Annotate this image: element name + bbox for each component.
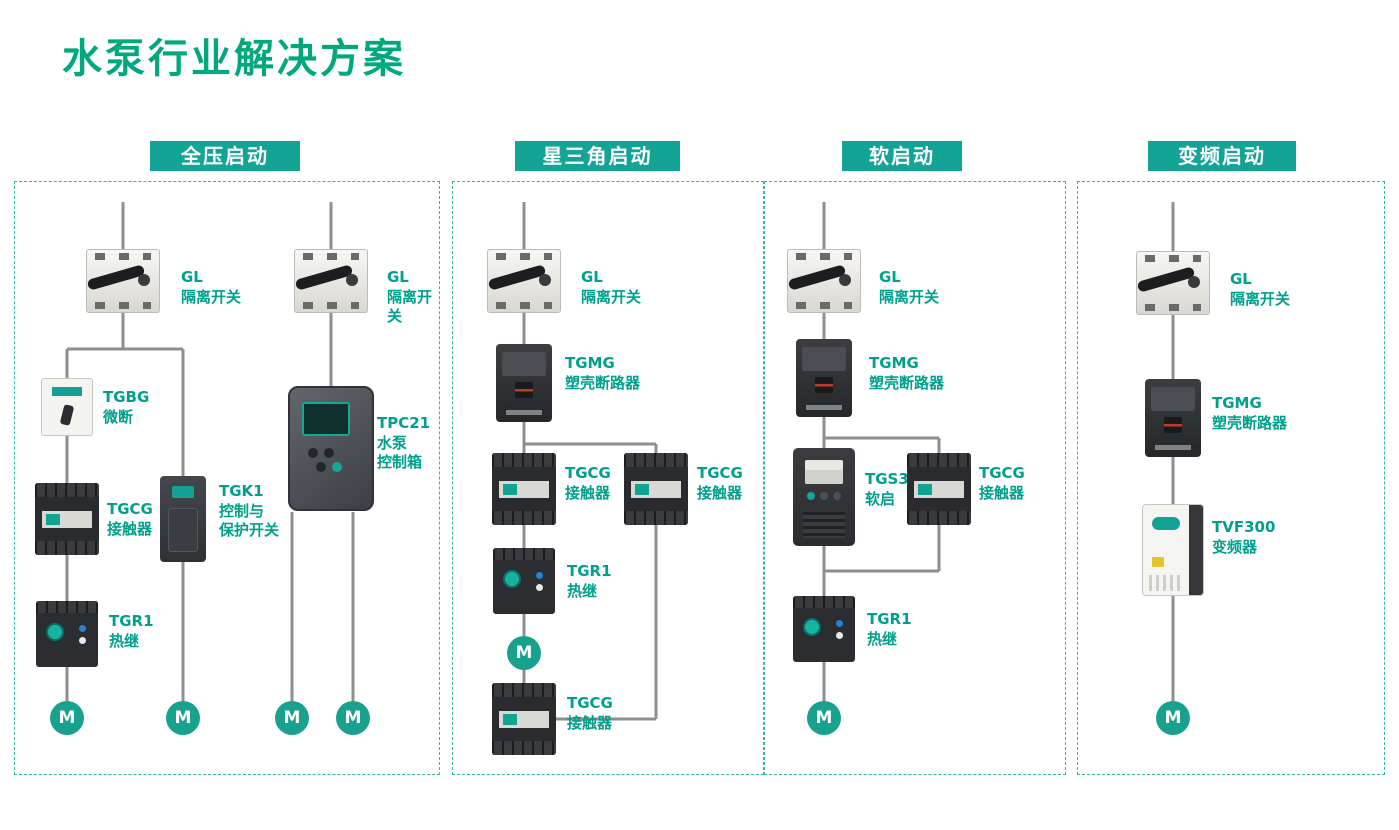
motor-badge: M	[507, 636, 541, 670]
contactor-label-band	[499, 481, 549, 498]
device-label-tgmg: TGMG 塑壳断路器	[869, 354, 945, 392]
tgr1-thermal-relay-image	[493, 548, 555, 614]
breaker-label-strip	[1155, 445, 1191, 450]
tgcg-contactor-image	[35, 483, 99, 555]
tgbg-mini-breaker-image	[41, 378, 93, 436]
tgcg-contactor-image	[492, 683, 556, 755]
switch-handle-icon	[294, 264, 354, 291]
gl-isolator-image	[294, 249, 368, 313]
vfd-vents	[1149, 575, 1183, 591]
gl-isolator-image	[487, 249, 561, 313]
breaker-label-strip	[806, 405, 842, 410]
gl-isolator-image	[787, 249, 861, 313]
device-label-gl: GL 隔离开关	[581, 268, 642, 306]
relay-indicator-dots	[536, 572, 543, 579]
switch-handle-icon	[86, 264, 146, 291]
motor-badge: M	[1156, 701, 1190, 735]
device-label-tvf300: TVF300 变频器	[1212, 518, 1276, 556]
device-label-tgmg: TGMG 塑壳断路器	[565, 354, 641, 392]
gl-isolator-image	[1136, 251, 1210, 315]
panel-vfd-start: GL 隔离开关 TGMG 塑壳断路器 TVF300 变频器 M	[1077, 181, 1385, 775]
device-label-tpc21: TPC21 水泵 控制箱	[377, 414, 431, 471]
switch-handle-icon	[787, 264, 847, 291]
switch-pivot-icon	[346, 274, 358, 286]
device-label-gl: GL 隔离开关	[387, 268, 433, 325]
panel-full-voltage-start: GL 隔离开关 TGBG 微断 TGCG 接触器 TGR1 热继 TGK1 控制…	[14, 181, 440, 775]
motor-badge: M	[50, 701, 84, 735]
contactor-label-band	[499, 711, 549, 728]
switch-pivot-icon	[839, 274, 851, 286]
motor-badge: M	[275, 701, 309, 735]
gl-isolator-image	[86, 249, 160, 313]
tpc21-control-box-image	[288, 386, 374, 511]
starter-vents	[803, 512, 845, 538]
device-label-tgr1: TGR1 热继	[109, 612, 154, 650]
motor-badge: M	[336, 701, 370, 735]
device-label-tgr1: TGR1 热继	[567, 562, 612, 600]
device-label-tgr1: TGR1 热继	[867, 610, 912, 648]
switch-handle-icon	[487, 264, 547, 291]
panel-soft-start: GL 隔离开关 TGMG 塑壳断路器 TGS3 软启 TGCG 接触器 TGR1…	[764, 181, 1066, 775]
tgmg-breaker-image	[796, 339, 852, 417]
tgcg-contactor-image	[907, 453, 971, 525]
tgcg-contactor-image	[492, 453, 556, 525]
panel-header-full-voltage-start: 全压启动	[150, 141, 300, 171]
switch-pivot-icon	[539, 274, 551, 286]
page-title: 水泵行业解决方案	[62, 36, 406, 82]
motor-badge: M	[166, 701, 200, 735]
switch-pivot-icon	[138, 274, 150, 286]
tvf300-vfd-image	[1142, 504, 1204, 596]
motor-badge: M	[807, 701, 841, 735]
tgk1-control-switch-image	[160, 476, 206, 562]
device-label-tgmg: TGMG 塑壳断路器	[1212, 394, 1288, 432]
relay-indicator-dots	[79, 625, 86, 632]
tgr1-thermal-relay-image	[36, 601, 98, 667]
panel-star-delta-start: GL 隔离开关 TGMG 塑壳断路器 TGCG 接触器 TGCG 接触器 TGR…	[452, 181, 764, 775]
panel-header-vfd-start: 变频启动	[1148, 141, 1296, 171]
device-label-gl: GL 隔离开关	[1230, 270, 1291, 308]
relay-indicator-dots	[836, 620, 843, 627]
breaker-label-strip	[506, 410, 542, 415]
warning-sticker	[1152, 557, 1164, 567]
device-label-tgcg: TGCG 接触器	[697, 464, 743, 502]
device-label-tgcg: TGCG 接触器	[979, 464, 1025, 502]
device-label-gl: GL 隔离开关	[879, 268, 940, 306]
device-label-tgk1: TGK1 控制与 保护开关	[219, 482, 280, 539]
device-label-tgs3: TGS3 软启	[865, 470, 909, 508]
tgmg-breaker-image	[1145, 379, 1201, 457]
device-label-tgbg: TGBG 微断	[103, 388, 150, 426]
device-label-gl: GL 隔离开关	[181, 268, 242, 306]
tgcg-contactor-image	[624, 453, 688, 525]
device-label-tgcg: TGCG 接触器	[565, 464, 611, 502]
device-label-tgcg: TGCG 接触器	[107, 500, 153, 538]
tgmg-breaker-image	[496, 344, 552, 422]
tgs3-soft-starter-image	[793, 448, 855, 546]
contactor-label-band	[914, 481, 964, 498]
panel-header-soft-start: 软启动	[842, 141, 962, 171]
contactor-label-band	[631, 481, 681, 498]
device-label-tgcg: TGCG 接触器	[567, 694, 613, 732]
tgr1-thermal-relay-image	[793, 596, 855, 662]
switch-handle-icon	[1136, 266, 1196, 293]
panel-header-star-delta-start: 星三角启动	[515, 141, 680, 171]
switch-pivot-icon	[1188, 276, 1200, 288]
contactor-label-band	[42, 511, 92, 528]
